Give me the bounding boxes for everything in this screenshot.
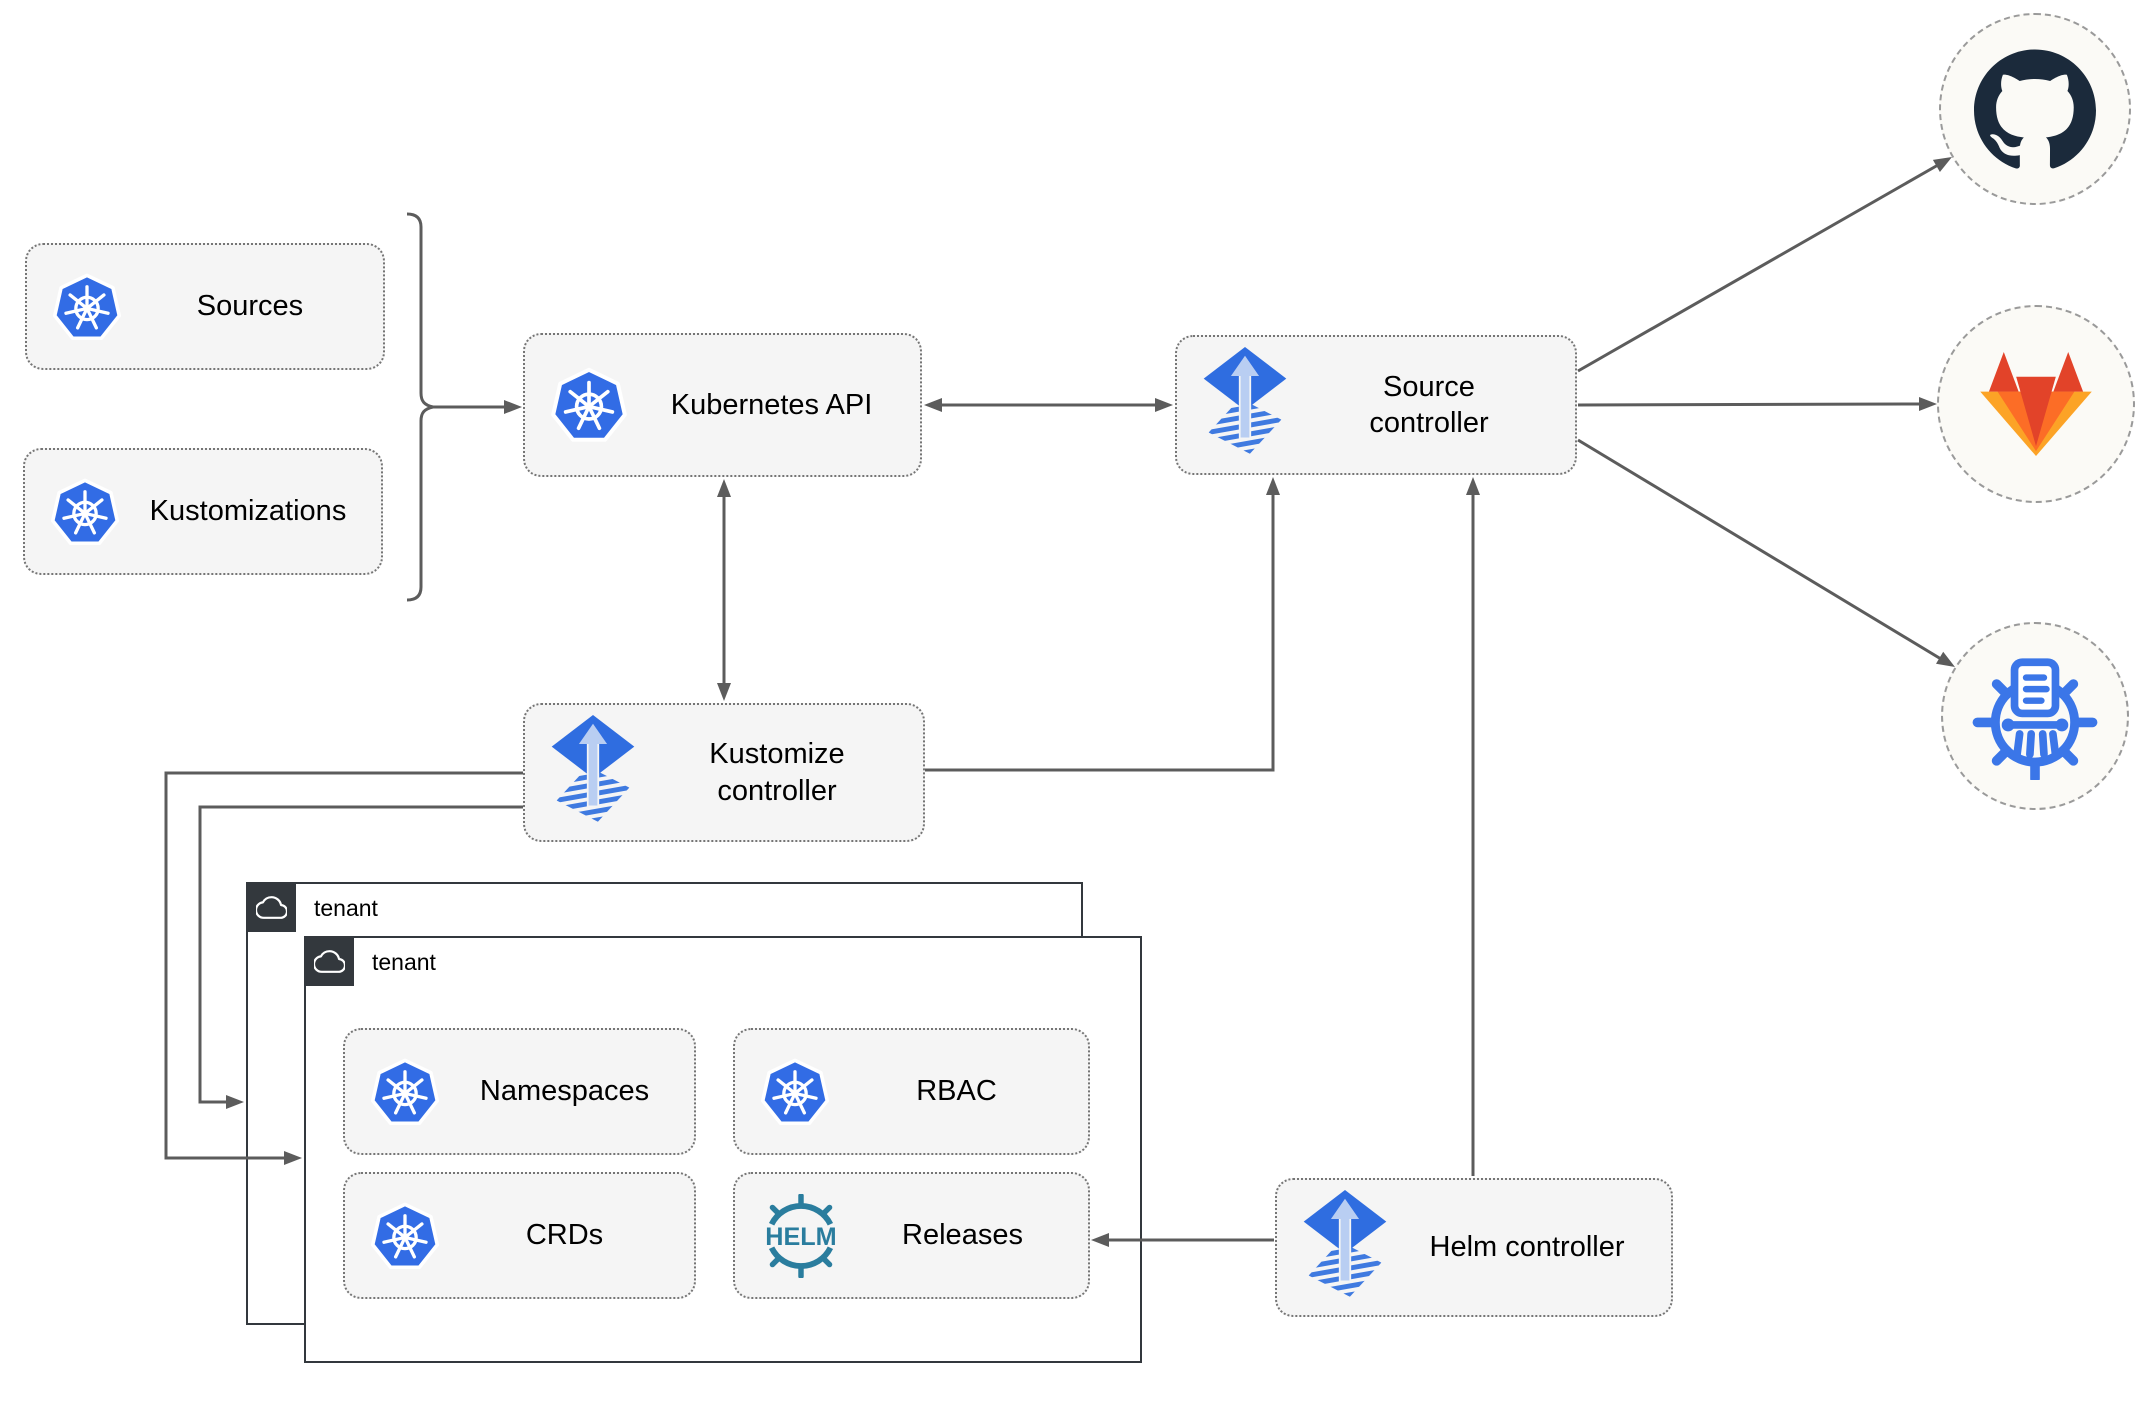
brace — [406, 212, 434, 602]
cloud-icon — [314, 946, 345, 977]
helm-repository-circle[interactable] — [1941, 622, 2129, 810]
gitlab-circle[interactable] — [1937, 305, 2135, 503]
cloud-icon — [256, 892, 287, 923]
kustomize-controller-node[interactable]: Kustomize controller — [523, 703, 925, 842]
kustomize-controller-label: Kustomize controller — [709, 738, 845, 807]
flux-icon — [1201, 347, 1289, 463]
chartmuseum-icon — [1971, 652, 2099, 780]
tenant-outer-label: tenant — [314, 895, 378, 921]
tenant-inner-label: tenant — [372, 949, 436, 975]
source-controller-label: Source controller — [1369, 370, 1489, 439]
flux-icon — [1301, 1190, 1389, 1306]
kustomizations-label: Kustomizations — [149, 495, 347, 528]
kubernetes-icon — [549, 365, 629, 445]
rbac-node[interactable]: RBAC — [733, 1028, 1090, 1155]
kubernetes-api-node[interactable]: Kubernetes API — [523, 333, 922, 477]
kubernetes-icon — [369, 1200, 441, 1272]
source-controller-node[interactable]: Source controller — [1175, 335, 1577, 475]
releases-node[interactable]: Releases — [733, 1172, 1090, 1299]
helm-controller-node[interactable]: Helm controller — [1275, 1178, 1673, 1317]
kubernetes-icon — [759, 1056, 831, 1128]
sources-label: Sources — [196, 290, 304, 323]
kubernetes-icon — [51, 271, 123, 343]
flux-icon — [549, 715, 637, 831]
helm-controller-label: Helm controller — [1429, 1231, 1625, 1264]
tenant-inner-tab — [304, 936, 354, 986]
sources-node[interactable]: Sources — [25, 243, 385, 370]
kustomizations-node[interactable]: Kustomizations — [23, 448, 383, 575]
releases-label: Releases — [902, 1219, 1023, 1252]
kubernetes-icon — [49, 476, 121, 548]
namespaces-label: Namespaces — [479, 1075, 650, 1108]
crds-node[interactable]: CRDs — [343, 1172, 696, 1299]
kubernetes-icon — [369, 1056, 441, 1128]
namespaces-node[interactable]: Namespaces — [343, 1028, 696, 1155]
gitlab-icon — [1974, 347, 2098, 461]
github-circle[interactable] — [1939, 13, 2131, 205]
helm-icon — [759, 1194, 843, 1278]
github-icon — [1974, 48, 2096, 170]
rbac-label: RBAC — [916, 1075, 997, 1108]
tenant-outer-tab — [246, 882, 296, 932]
crds-label: CRDs — [525, 1219, 604, 1252]
kubernetes-api-label: Kubernetes API — [670, 388, 873, 421]
